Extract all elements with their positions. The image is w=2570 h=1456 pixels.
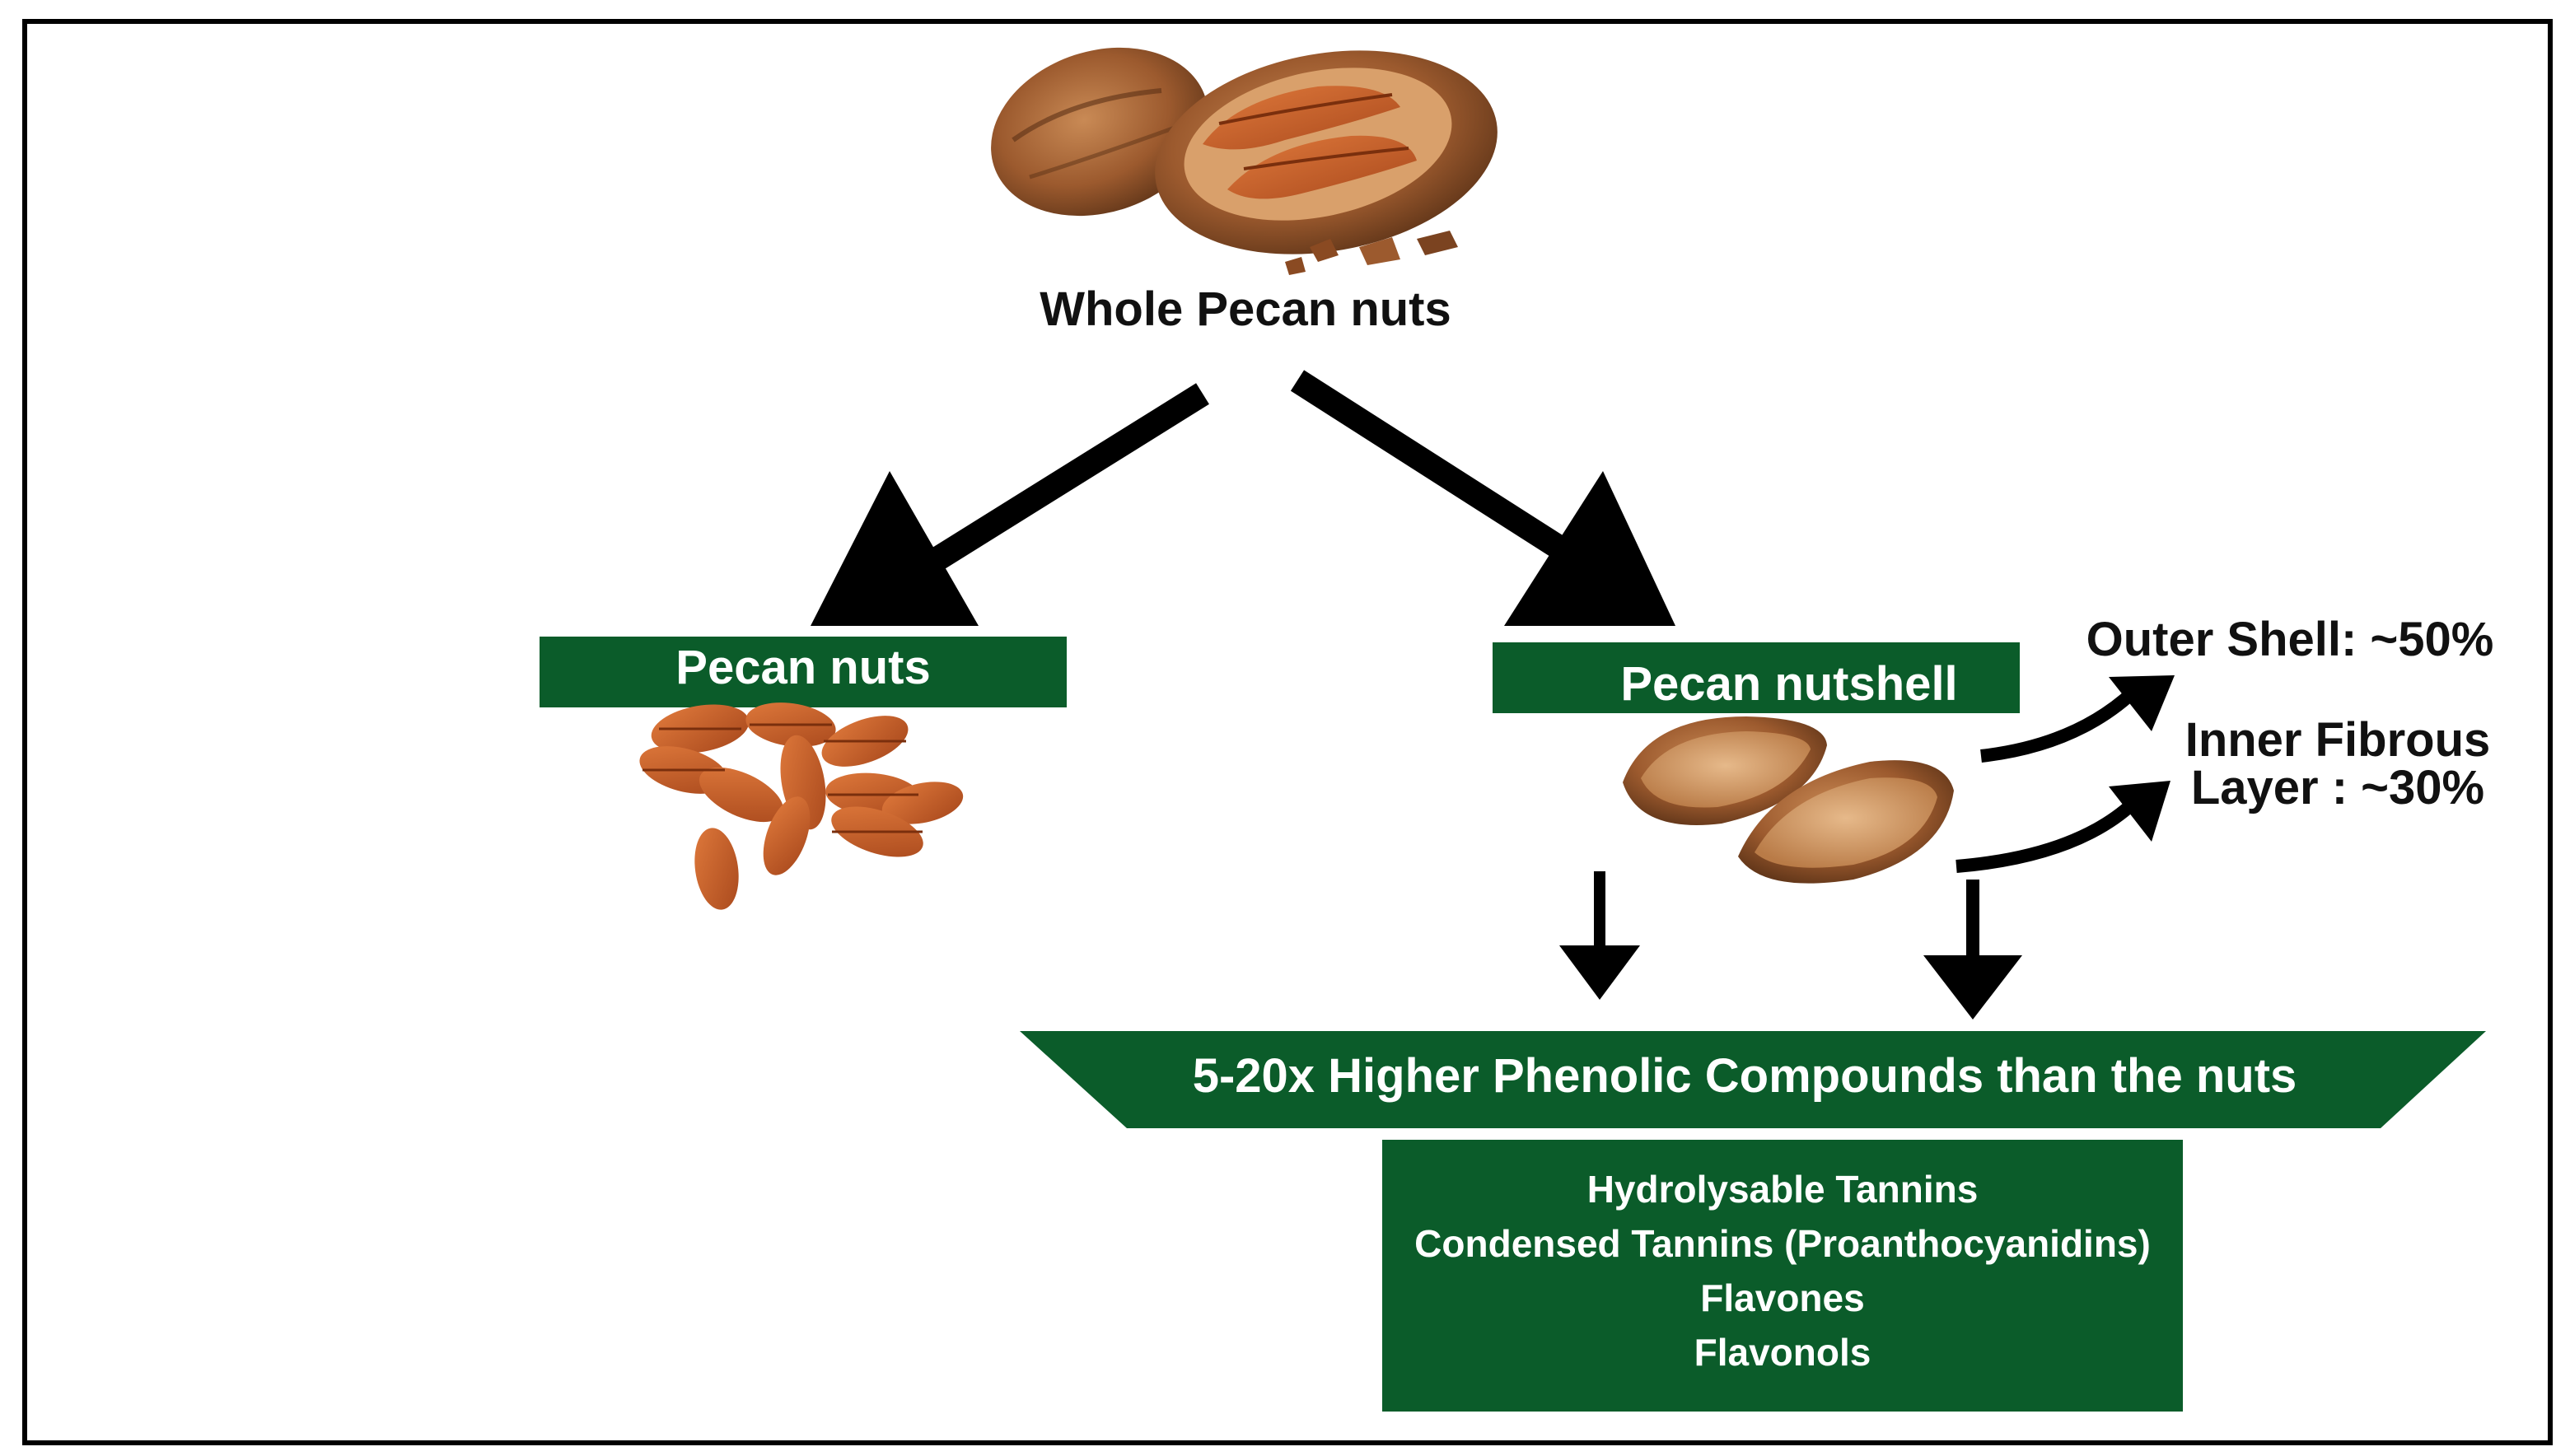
- inner-fibrous-label-line1: Inner Fibrous: [2185, 713, 2491, 767]
- compound-item: Hydrolysable Tannins: [1587, 1168, 1979, 1211]
- whole-pecan-title: Whole Pecan nuts: [1040, 282, 1451, 336]
- arrow-to-nuts: [811, 383, 1209, 626]
- pecan-nutshell-label-box: [1493, 642, 2020, 713]
- pecan-nutshell-label: Pecan nutshell: [1620, 657, 1957, 711]
- compound-item: Condensed Tannins (Proanthocyanidins): [1414, 1222, 2151, 1265]
- outer-shell-label: Outer Shell: ~50%: [2086, 613, 2494, 666]
- pecan-nuts-label: Pecan nuts: [675, 641, 930, 694]
- compound-item: Flavonols: [1694, 1331, 1871, 1374]
- down-arrow-left: [1559, 871, 1640, 1000]
- pecan-kernels-image: [639, 702, 964, 910]
- down-arrow-right: [1923, 880, 2022, 1020]
- arrow-to-outer-shell: [1980, 675, 2175, 763]
- arrow-to-inner-fibrous: [1956, 781, 2170, 873]
- inner-fibrous-label-line2: Layer : ~30%: [2191, 761, 2484, 814]
- arrow-to-nutshell: [1290, 370, 1675, 626]
- phenolic-banner: [1020, 1031, 2486, 1128]
- phenolic-banner-text: 5-20x Higher Phenolic Compounds than the…: [1193, 1049, 2297, 1103]
- whole-pecan-image: [991, 47, 1498, 275]
- pecan-nuts-label-box: [540, 637, 1067, 707]
- compound-item: Flavones: [1700, 1276, 1864, 1319]
- nutshell-halves-image: [1623, 716, 1954, 884]
- compounds-box: [1382, 1140, 2183, 1412]
